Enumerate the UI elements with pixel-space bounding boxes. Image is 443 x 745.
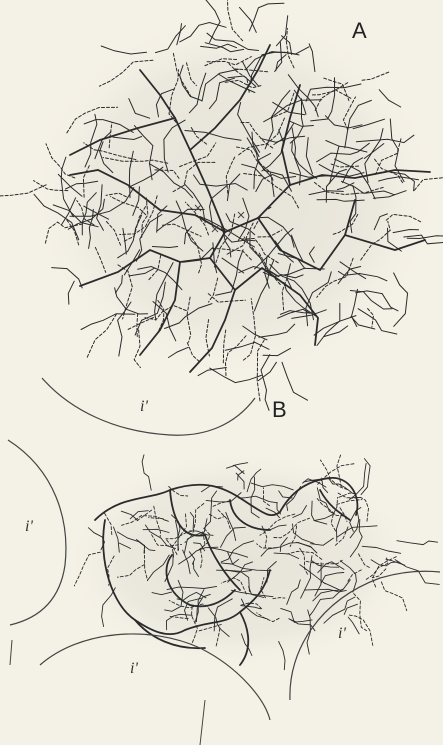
panel-label-a: A [352, 18, 367, 44]
region-label-right: i' [338, 625, 346, 643]
cell-outline-left [8, 440, 66, 625]
region-label-left: i' [25, 518, 33, 536]
cell-outline-top [42, 378, 255, 435]
region-label-bottom: i' [130, 660, 138, 678]
panel-b-shading [65, 450, 415, 670]
panel-label-b: B [272, 397, 287, 423]
region-label-top: i' [140, 398, 148, 416]
